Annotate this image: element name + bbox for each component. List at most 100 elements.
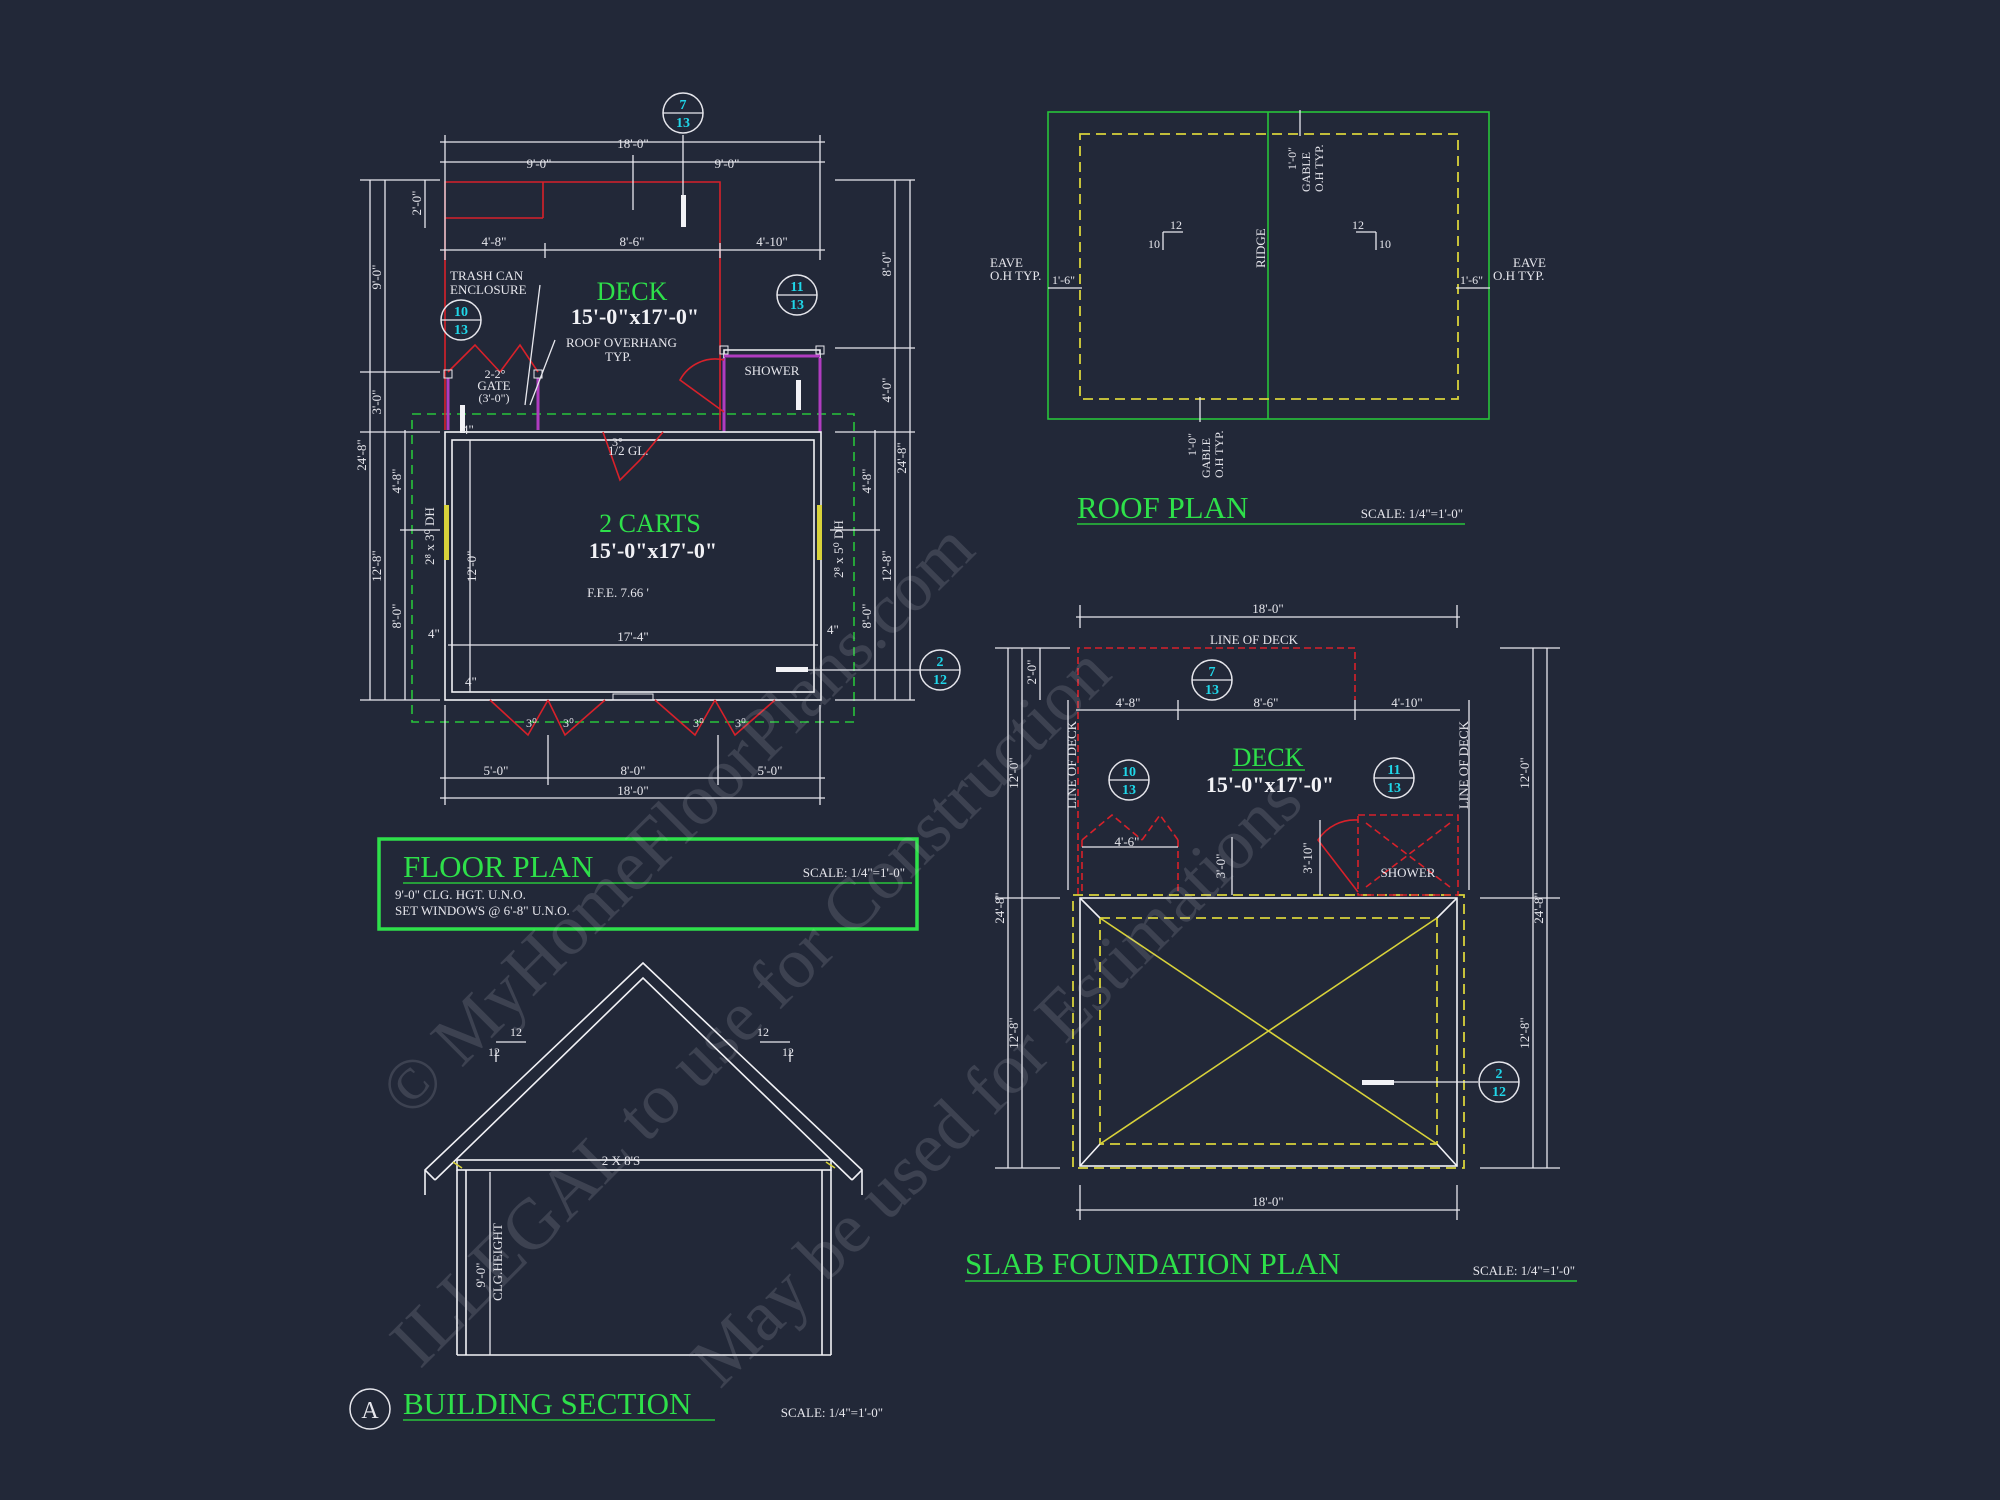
floor-plan-note-2: SET WINDOWS @ 6'-8" U.N.O.	[395, 903, 570, 918]
roof-plan-title: ROOF PLAN	[1077, 490, 1248, 525]
svg-text:10: 10	[1122, 765, 1136, 780]
slab-dim-right-bottom: 12'-8"	[1517, 1017, 1532, 1048]
joist-label: 2 X 8'S	[602, 1153, 640, 1168]
section-pitch-left-rise: 12	[488, 1045, 500, 1059]
slab-dim-right-total: 24'-8"	[1531, 892, 1546, 923]
room-title: 2 CARTS	[599, 509, 701, 538]
slab-callout-10-13[interactable]: 10 13	[1108, 759, 1150, 801]
slab-dim-top: 18'-0"	[1252, 601, 1283, 616]
line-of-deck-top: LINE OF DECK	[1210, 632, 1299, 647]
gable-top-typ: O.H TYP.	[1312, 145, 1326, 192]
floor-plan-title-box	[377, 837, 919, 931]
callout-7-13[interactable]: 7 13	[662, 92, 704, 134]
dim-top-left: 9'-0"	[527, 156, 552, 171]
callout-10-13[interactable]: 10 13	[440, 299, 482, 341]
door-glass: 1/2 GL.	[608, 443, 648, 458]
slab-dim-left-top: 12'-0"	[1006, 757, 1021, 788]
slab-dim-left-2: 2'-0"	[1024, 660, 1039, 685]
slab-overhang-line	[1072, 894, 1465, 1169]
svg-text:7: 7	[1209, 665, 1216, 680]
eave-right: EAVE	[1513, 255, 1546, 270]
slab-foundation-plan: 7 13 10 13 11 13 2 12 LINE OF DECK LINE …	[965, 601, 1577, 1282]
dim-right-total: 24'-8"	[894, 442, 909, 473]
dim-right-win-bot: 8'-0"	[859, 604, 874, 629]
roof-wall-line	[1079, 133, 1459, 400]
entry-door	[602, 431, 664, 482]
slab-dim-deck-right: 4'-10"	[1391, 695, 1422, 710]
ceiling-height-label: CLG.HEIGHT	[490, 1223, 505, 1301]
svg-text:10: 10	[454, 305, 468, 320]
overhang-typ: TYP.	[605, 349, 631, 364]
gate-dim: (3'-0")	[478, 391, 509, 405]
dim-right-bottom: 12'-8"	[879, 550, 894, 581]
eave-right-typ: O.H TYP.	[1493, 268, 1544, 283]
callout-11-13[interactable]: 11 13	[776, 274, 818, 316]
ceiling-height-dim: 9'-0"	[473, 1263, 488, 1288]
floor-plan-note-1: 9'-0" CLG. HGT. U.N.O.	[395, 887, 526, 902]
door-1-size: 3⁰	[526, 716, 537, 730]
window-right	[817, 505, 822, 560]
dim-left-2: 2'-0"	[409, 191, 424, 216]
dim-left-mid: 3'-0"	[369, 390, 384, 415]
dim-left-top: 9'-0"	[369, 265, 384, 290]
window-left	[444, 505, 449, 560]
dim-bottom-left: 5'-0"	[484, 763, 509, 778]
section-title: BUILDING SECTION	[403, 1386, 691, 1421]
dim-bottom-right: 5'-0"	[758, 763, 783, 778]
overhang-left-dim: 1'-6"	[1052, 273, 1075, 287]
overhang-right-dim: 1'-6"	[1460, 273, 1483, 287]
door-4-size: 3⁰	[735, 716, 746, 730]
door-2-size: 3⁰	[563, 716, 574, 730]
floor-plan-scale: SCALE: 1/4"=1'-0"	[803, 865, 905, 880]
svg-text:13: 13	[1205, 683, 1219, 698]
svg-text:13: 13	[1387, 781, 1401, 796]
dim-deck-mid: 8'-6"	[620, 234, 645, 249]
section-marker	[349, 1388, 391, 1430]
slab-callout-2-12[interactable]: 2 12	[1478, 1061, 1520, 1103]
slab-deck-size: 15'-0"x17'-0"	[1206, 772, 1334, 797]
dim-wall-top: 4"	[462, 422, 474, 437]
section-pitch-left-run: 12	[510, 1025, 522, 1039]
eave-left-typ: O.H TYP.	[990, 268, 1041, 283]
dim-bottom-total: 18'-0"	[617, 783, 648, 798]
slab-callout-7-13[interactable]: 7 13	[1191, 659, 1233, 701]
slab-dim-deck-mid: 8'-6"	[1254, 695, 1279, 710]
dim-top-right: 9'-0"	[715, 156, 740, 171]
dim-top-total: 18'-0"	[617, 136, 648, 151]
gable-top-dim: 1'-0"	[1285, 147, 1299, 170]
svg-text:2: 2	[1496, 1067, 1503, 1082]
dim-wall-left: 4"	[428, 626, 440, 641]
window-left-label: 2⁸ x 3⁰ DH	[422, 507, 437, 565]
dim-interior-width: 17'-4"	[617, 629, 648, 644]
slab-callout-11-13[interactable]: 11 13	[1373, 757, 1415, 799]
svg-text:13: 13	[790, 298, 804, 313]
slab-dim-gate-h: 3'-0"	[1213, 854, 1228, 879]
slab-shower-label: SHOWER	[1381, 865, 1436, 880]
window-right-label: 2⁸ x 5⁰ DH	[831, 520, 846, 578]
section-pitch-right-run: 12	[757, 1025, 769, 1039]
shower-label: SHOWER	[745, 363, 800, 378]
dim-left-win-bot: 8'-0"	[389, 604, 404, 629]
pitch-right-run: 12	[1352, 218, 1364, 232]
slab-footing	[1099, 917, 1438, 1145]
slab-edge	[1079, 897, 1458, 1167]
dim-interior-height: 12'-0"	[464, 551, 479, 582]
trash-label-2: ENCLOSURE	[450, 282, 527, 297]
callout-2-12[interactable]: 2 12	[919, 649, 961, 691]
gate-size: 2-2°	[485, 367, 506, 381]
dim-left-win-top: 4'-8"	[389, 469, 404, 494]
watermark-line-3: May be used for Estimations	[675, 759, 1317, 1401]
room-size: 15'-0"x17'-0"	[589, 538, 717, 563]
svg-text:13: 13	[676, 116, 690, 131]
pitch-left-rise: 10	[1148, 237, 1160, 251]
svg-text:7: 7	[680, 98, 687, 113]
door-top: 3°	[612, 435, 623, 449]
svg-text:2: 2	[937, 655, 944, 670]
slab-dim-bottom: 18'-0"	[1252, 1194, 1283, 1209]
gable-bot-typ: O.H TYP.	[1212, 431, 1226, 478]
section-pitch-right-rise: 12	[782, 1045, 794, 1059]
deck-size: 15'-0"x17'-0"	[571, 304, 699, 329]
slab-dim-left-total: 24'-8"	[992, 892, 1007, 923]
svg-text:12: 12	[1492, 1085, 1506, 1100]
